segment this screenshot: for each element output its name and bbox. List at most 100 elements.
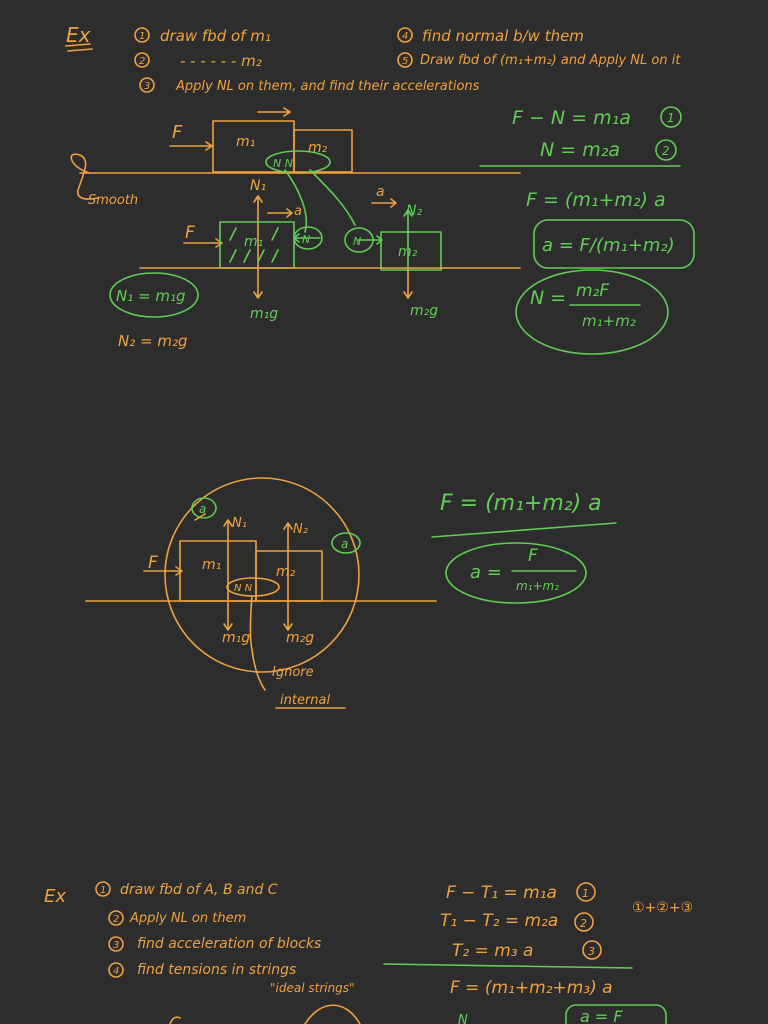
equation-divider — [431, 522, 617, 538]
equation-tag-circle — [655, 139, 677, 161]
ideal-strings-note: "ideal strings" — [270, 981, 355, 995]
equation-tag-circle — [574, 912, 594, 932]
acceleration-arrow — [257, 107, 291, 117]
n-result-circle — [515, 269, 669, 355]
a-result: a = F/(m₁+m₂) — [542, 235, 675, 256]
step-circle — [134, 27, 150, 43]
equation-tag: 1 — [667, 111, 675, 125]
step-circle — [95, 881, 111, 897]
example-underline — [65, 43, 93, 52]
bottom-n-label: N — [458, 1013, 468, 1024]
accel-circle — [331, 532, 361, 554]
step-number: 4 — [113, 966, 119, 977]
normal-n2-label: N₂ — [406, 203, 422, 219]
step-number: 1 — [139, 31, 145, 42]
step-number: 4 — [402, 31, 408, 42]
force-arrow — [169, 141, 213, 151]
connector — [194, 513, 206, 521]
contact-arrow — [293, 233, 321, 243]
equation-divider — [383, 963, 633, 969]
step-number: 1 — [100, 885, 106, 896]
sum-equation: F = (m₁+m₂) a — [440, 491, 602, 516]
equation-3: T₂ = m₃ a — [452, 941, 533, 961]
contact-arrow — [357, 235, 383, 245]
accel-label: a — [294, 204, 302, 219]
equation-tag-circle — [582, 940, 602, 960]
weight-arrow — [253, 267, 263, 299]
accel-label: a — [199, 502, 206, 516]
equation-tag: 2 — [662, 144, 670, 158]
ignore-pointer — [249, 595, 266, 691]
step-circle — [397, 27, 413, 43]
force-label: F — [172, 122, 183, 143]
internal-normal-label: N N — [234, 583, 253, 594]
normal-pair-label: N N — [273, 157, 293, 170]
equation-1: F − T₁ = m₁a — [446, 883, 557, 903]
a-result-partial: a = F — [580, 1007, 623, 1024]
step-text: Draw fbd of (m₁+m₂) and Apply NL on it — [420, 53, 681, 68]
equation-2: N = m₂a — [540, 139, 620, 161]
step-circle — [108, 936, 124, 952]
n1-equation: N₁ = m₁g — [116, 287, 186, 305]
smooth-pointer — [70, 153, 99, 200]
weight-arrow — [403, 269, 413, 299]
example-label: Ex — [44, 886, 66, 907]
equation-tag-circle — [660, 106, 682, 128]
smooth-label: Smooth — [88, 193, 138, 208]
block-m2-fbd — [380, 231, 442, 271]
step-circle — [108, 962, 124, 978]
a-result-denominator: m₁+m₂ — [516, 579, 559, 593]
equation-tag-circle — [576, 882, 596, 902]
ignore-label: Ignore — [272, 665, 314, 680]
step-number: 3 — [144, 81, 150, 92]
n-result-lhs: N = — [530, 287, 566, 309]
step-text: Apply NL on them, and find their acceler… — [175, 79, 480, 94]
accel-circle — [191, 497, 217, 519]
a-result-lhs: a = — [470, 562, 502, 583]
weight-arrow — [223, 600, 233, 631]
system-boundary-circle — [164, 477, 360, 673]
normal-arrow — [283, 522, 293, 601]
force-arrow — [183, 238, 223, 248]
force-arrow — [143, 566, 183, 576]
normal-arrow — [223, 519, 233, 601]
step-number: 2 — [139, 56, 145, 67]
equation-1: F − N = m₁a — [512, 107, 631, 129]
internal-normal-circle — [226, 577, 280, 597]
step-text: find normal b/w them — [422, 27, 584, 45]
step-circle — [139, 77, 155, 93]
equation-2: T₁ − T₂ = m₂a — [440, 911, 558, 931]
force-label: F — [185, 223, 195, 243]
contact-normal-label: N — [302, 233, 310, 246]
block-label: m₂ — [398, 244, 418, 260]
example-label: Ex — [66, 23, 91, 47]
normal-arrow — [253, 195, 263, 269]
internal-label: internal — [280, 693, 330, 708]
partial-diagram-stroke — [169, 1004, 361, 1024]
block-label: m₁ — [244, 234, 263, 250]
step-text: draw fbd of m₁ — [160, 27, 271, 45]
sum-equation: F = (m₁+m₂) a — [526, 189, 666, 211]
accel-label: a — [341, 537, 348, 551]
equation-tag: 3 — [588, 945, 595, 958]
block-label: m₁ — [202, 557, 221, 573]
step-text: - - - - - - m₂ — [180, 52, 262, 70]
normal-n1-label: N₁ — [250, 178, 266, 194]
n-result-numerator: m₂F — [576, 281, 609, 301]
weight-label: m₂g — [410, 303, 438, 319]
weight-label: m₁g — [250, 306, 278, 322]
step-circle — [108, 910, 124, 926]
step-text: find tensions in strings — [137, 962, 296, 978]
normal-n1-label: N₁ — [232, 516, 247, 531]
step-text: draw fbd of A, B and C — [120, 882, 278, 898]
step-number: 5 — [402, 56, 408, 67]
a-result-box — [565, 1004, 667, 1024]
step-text: Apply NL on them — [129, 911, 246, 926]
a-result-circle — [445, 542, 587, 604]
weight-label: m₁g — [222, 630, 250, 646]
green-connector — [309, 169, 356, 226]
step-circle — [397, 52, 413, 68]
block-label: m₂ — [276, 564, 296, 580]
weight-label: m₂g — [286, 630, 314, 646]
